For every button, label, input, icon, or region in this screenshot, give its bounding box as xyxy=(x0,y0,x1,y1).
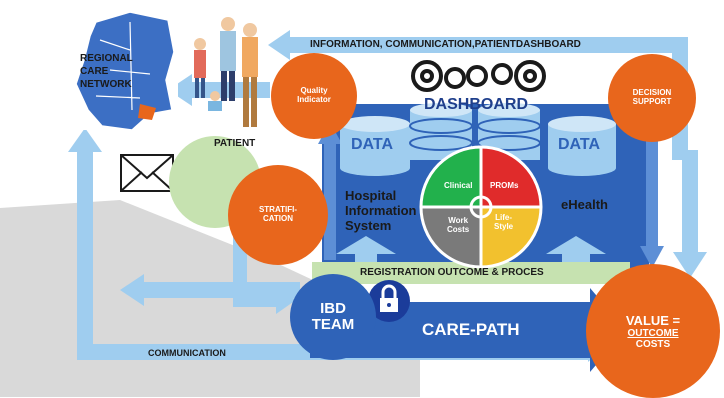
data-left-label: DATA xyxy=(351,136,394,153)
family-icon xyxy=(194,17,258,127)
wheel-lifestyle-segment xyxy=(481,207,541,267)
hospital-information-system-label: Hospital Information System xyxy=(345,188,417,233)
regional-care-network-label: REGIONAL CARE NETWORK xyxy=(80,53,133,90)
his-up-arrow xyxy=(336,236,396,270)
ibd-team-label: IBD TEAM xyxy=(311,299,355,333)
ehealth-up-arrow xyxy=(546,236,606,270)
envelope-icon xyxy=(120,154,174,192)
decision-support-circle: DECISION SUPPORT xyxy=(608,54,696,142)
communication-loop-arrow xyxy=(77,148,280,360)
database-icon xyxy=(409,103,473,160)
strat-to-team-arrow xyxy=(233,230,280,307)
gear-icon xyxy=(411,60,546,92)
wheel-lifestyle-label: Life- Style xyxy=(494,213,514,231)
patient-label: PATIENT xyxy=(214,138,256,149)
decision-support-label: DECISION SUPPORT xyxy=(632,88,672,106)
cycle-arrows-icon xyxy=(469,195,493,219)
database-icon xyxy=(548,116,616,176)
database-icon xyxy=(340,116,410,176)
ehealth-label: eHealth xyxy=(561,197,608,212)
value-denominator: COSTS xyxy=(635,338,671,350)
value-circle: VALUE = OUTCOME COSTS xyxy=(586,264,720,398)
dashboard-label: DASHBOARD xyxy=(424,96,528,113)
quality-indicator-label: Quality Indicator xyxy=(297,86,331,104)
stratification-circle: STRATIFI- CATION xyxy=(228,165,328,265)
eu-lock-icon xyxy=(368,280,410,322)
communication-label: COMMUNICATION xyxy=(148,348,226,358)
inner-right-arrowhead xyxy=(640,246,664,268)
ibd-team-circle: IBD TEAM xyxy=(290,274,376,360)
value-numerator: OUTCOME xyxy=(627,327,679,339)
to-network-arrowhead xyxy=(168,74,192,106)
wheel-clinical-segment xyxy=(421,147,481,207)
decision-down-arrowhead xyxy=(673,252,707,278)
wheel-proms-label: PROMs xyxy=(490,181,519,190)
wheel-work-costs-label: Work Costs xyxy=(447,216,470,234)
stratification-label: STRATIFI- CATION xyxy=(258,205,298,223)
left-return-arrowhead xyxy=(120,274,144,306)
care-path-label: CARE-PATH xyxy=(422,320,520,339)
wheel-proms-segment xyxy=(481,147,541,207)
communication-loop-arrowhead xyxy=(68,128,102,152)
strat-to-team-arrowhead xyxy=(276,286,296,314)
registration-band xyxy=(312,262,630,284)
data-right-label: DATA xyxy=(558,136,601,153)
value-title: VALUE = xyxy=(625,312,681,328)
wheel-work-costs-segment xyxy=(421,207,481,267)
netherlands-map-icon xyxy=(68,6,178,131)
outcome-wheel xyxy=(419,145,543,269)
quality-indicator-circle: Quality Indicator xyxy=(271,53,357,139)
top-banner-label: INFORMATION, COMMUNICATION,PATIENTDASHBO… xyxy=(310,39,581,50)
wheel-clinical-label: Clinical xyxy=(444,181,473,190)
top-feedback-arrowhead xyxy=(268,30,290,60)
registration-outcome-label: REGISTRATION OUTCOME & PROCES xyxy=(360,267,544,278)
